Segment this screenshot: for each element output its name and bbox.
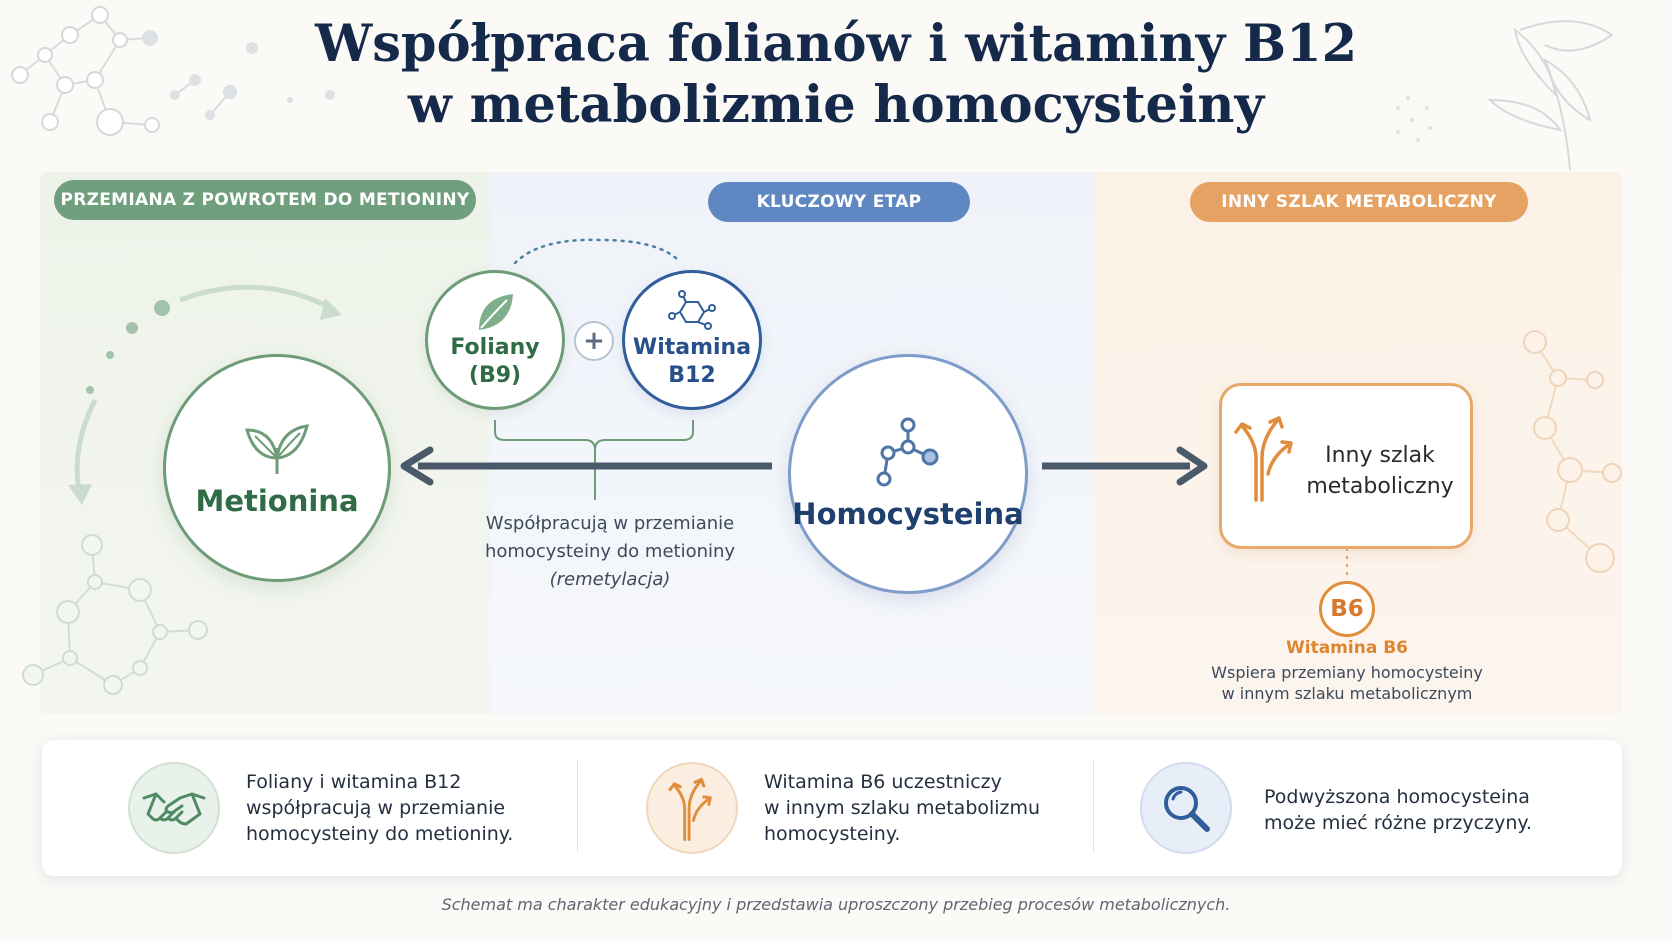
b6-vitamin-name: Witamina B6 [1286,638,1408,658]
b6-badge: B6 [1319,581,1375,637]
leaf-icon [479,294,513,330]
plus-icon: + [574,321,614,361]
title-line-1: Współpraca folianów i witaminy B12 [314,14,1358,74]
leaf-pair-icon [245,424,310,475]
vitamin-bracket [494,420,694,500]
summary-3-line-2: może mieć różne przyczyny. [1264,812,1532,834]
homocysteine-label: Homocysteina [792,497,1024,531]
page-title: Współpraca folianów i witaminy B12 w met… [0,14,1672,136]
homocysteine-node: Homocysteina [788,354,1028,594]
other-pathway-line-1: Inny szlak [1325,443,1435,468]
summary-text-3: Podwyższona homocysteina może mieć różne… [1264,784,1564,836]
folate-node: Foliany (B9) [425,270,565,410]
molecule-icon [876,417,939,487]
other-pathway-label: Inny szlak metaboliczny [1300,440,1460,502]
other-pathway-line-2: metaboliczny [1306,474,1454,499]
remethylation-line-2: homocysteiny do metioniny [484,541,736,562]
summary-icon-2 [646,762,738,854]
summary-icon-3 [1140,762,1232,854]
summary-2-line-3: homocysteiny. [764,823,901,845]
header-remethylation: PRZEMIANA Z POWROTEM DO METIONINY [54,180,476,220]
b6-description-line-2: w innym szlaku metabolicznym [1221,684,1473,703]
summary-1-line-1: Foliany i witamina B12 [246,771,462,793]
remethylation-note: Współpracują w przemianie homocysteiny d… [460,510,760,594]
cooperation-arc [513,238,682,265]
b6-description-line-1: Wspiera przemiany homocysteiny [1211,663,1483,682]
summary-card [42,740,1622,876]
footnote: Schemat ma charakter edukacyjny i przeds… [441,895,1231,914]
b6-description: Wspiera przemiany homocysteiny w innym s… [1180,662,1514,704]
remethylation-line-3: (remetylacja) [549,569,671,590]
summary-1-line-2: współpracują w przemianie [246,797,506,819]
methionine-node: Metionina [163,354,391,582]
summary-1-line-3: homocysteiny do metioniny. [246,823,514,845]
summary-divider [577,760,578,852]
methionine-label: Metionina [195,484,359,518]
title-line-2: w metabolizmie homocysteiny [407,75,1265,135]
b12-label-2: B12 [668,363,716,388]
header-other-pathway: INNY SZLAK METABOLICZNY [1190,182,1528,222]
remethylation-line-1: Współpracują w przemianie [485,513,735,534]
summary-2-line-1: Witamina B6 uczestniczy [764,771,1002,793]
summary-divider [1093,760,1094,852]
branching-arrows-icon [668,777,712,841]
summary-icon-1 [128,762,220,854]
magnifier-icon [1164,786,1210,832]
summary-3-line-1: Podwyższona homocysteina [1264,786,1530,808]
header-key-step: KLUCZOWY ETAP [708,182,970,222]
b12-node: Witamina B12 [622,270,762,410]
summary-text-2: Witamina B6 uczestniczy w innym szlaku m… [764,769,1064,847]
branching-arrows-icon [1234,416,1293,502]
handshake-icon [142,792,206,826]
folate-label-1: Foliany [450,335,540,360]
summary-2-line-2: w innym szlaku metabolizmu [764,797,1041,819]
summary-text-1: Foliany i witamina B12 współpracują w pr… [246,769,546,847]
molecule-icon [668,290,716,330]
folate-label-2: (B9) [468,363,522,388]
b12-label-1: Witamina [632,335,752,360]
